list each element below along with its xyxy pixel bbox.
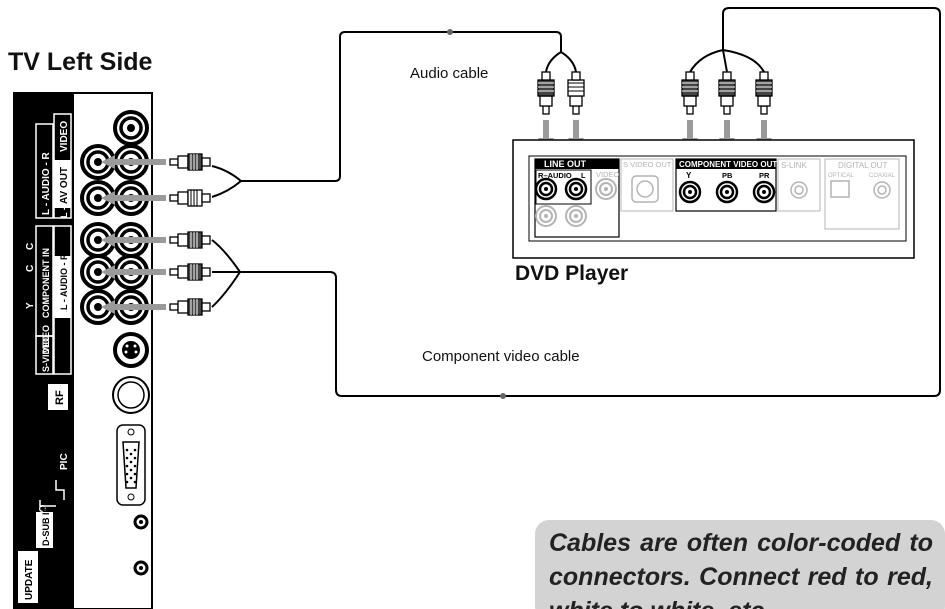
dvd-label-line-out: LINE OUT (544, 159, 587, 169)
plug-dvd-pb-icon (718, 71, 736, 115)
dvd-label-optical: OPTICAL (828, 173, 854, 179)
tv-label-pic: PIC (59, 453, 70, 470)
dvd-panel: LINE OUT R–AUDIO L VIDEO S VIDEO OUT COM… (512, 139, 915, 259)
dvd-label-pr: PR (759, 171, 770, 180)
tv-jack-top (113, 110, 149, 146)
tv-label-av-out: AV OUT (59, 167, 70, 204)
dvd-s-video-out: S VIDEO OUT (620, 158, 674, 212)
note-text: Cables are often color-coded to connecto… (549, 529, 933, 609)
audio-cable (211, 29, 577, 198)
tv-svideo-jack (113, 332, 149, 368)
component-cable-label: Component video cable (422, 348, 580, 365)
tv-side-plugs (169, 153, 211, 316)
plug-cb-icon (169, 263, 211, 281)
dvd-jack-pr (752, 180, 776, 204)
tv-label-rf: RF (54, 390, 66, 405)
tv-label-c-r: C (25, 243, 36, 250)
dvd-label-s-link: S-LINK (781, 161, 807, 170)
plug-audio-r-icon (169, 153, 211, 171)
plug-dvd-audio-r-icon (537, 71, 555, 115)
tv-panel: L - AUDIO - R VIDEO L - AUDIO - R C C CO… (13, 92, 153, 609)
color-code-note: Cables are often color-coded to connecto… (535, 520, 945, 609)
tv-label-s-video: S-VIDEO (41, 335, 51, 372)
plug-audio-l-icon (169, 189, 211, 207)
tv-audio-pc-jack (133, 514, 149, 530)
tv-jacks (80, 110, 150, 576)
dvd-line-out-group: LINE OUT R–AUDIO L VIDEO (534, 158, 620, 238)
audio-cable-label: Audio cable (410, 65, 489, 82)
dvd-jack-pb (715, 180, 739, 204)
dvd-jack-audio-r-2 (535, 205, 557, 227)
dvd-label-y: Y (686, 171, 692, 180)
tv-label-audio-lr-top: L - AUDIO - R (59, 161, 69, 218)
dvd-jack-y (678, 180, 702, 204)
dvd-side-plugs (537, 71, 773, 115)
tv-arrows (101, 155, 166, 314)
tv-label-component-in: COMPONENT IN (41, 248, 51, 318)
plug-cr-icon (169, 231, 211, 249)
tv-dsub-port (116, 424, 146, 506)
tv-label-update: UPDATE (24, 559, 35, 600)
dvd-label-digital-out: DIGITAL OUT (838, 161, 887, 170)
tv-label-audio-lr-2: L - AUDIO - R (59, 253, 69, 310)
dvd-jack-audio-r (534, 177, 558, 201)
tv-label-video-2: VIDEO (41, 325, 51, 353)
dvd-label-pb: PB (722, 171, 733, 180)
dvd-label-video: VIDEO (596, 170, 620, 179)
dvd-label-coaxial: COAXIAL (869, 173, 896, 179)
dvd-jack-audio-l-2 (565, 205, 587, 227)
dvd-component-out-group: COMPONENT VIDEO OUT Y PB PR (675, 158, 777, 212)
tv-update-jack (133, 560, 149, 576)
dvd-label-s-video-out: S VIDEO OUT (623, 160, 672, 169)
plug-y-icon (169, 298, 211, 316)
tv-label-audio-lr: L - AUDIO - R (41, 151, 52, 215)
tv-label-av-in: AV IN (65, 309, 68, 312)
tv-title: TV Left Side (8, 48, 153, 76)
dvd-jack-audio-l (564, 177, 588, 201)
tv-label-video: VIDEO (59, 121, 70, 152)
tv-label-y: Y (25, 302, 36, 309)
plug-dvd-y-icon (681, 71, 699, 115)
dvd-label-r-audio: R–AUDIO (538, 171, 572, 180)
plug-dvd-pr-icon (755, 71, 773, 115)
tv-label-audio: AUDIO (38, 505, 49, 537)
dvd-label-l: L (581, 171, 586, 180)
plug-dvd-audio-l-icon (567, 71, 585, 115)
dvd-label-component-out: COMPONENT VIDEO OUT (679, 160, 777, 169)
tv-label-c-b: C (25, 265, 36, 272)
tv-label-d-sub-in: D-SUB IN (41, 506, 51, 546)
dvd-digital-out: DIGITAL OUT OPTICAL COAXIAL (824, 158, 900, 230)
dvd-title: DVD Player (515, 262, 629, 285)
component-cable (211, 7, 941, 399)
dvd-jack-video (595, 178, 617, 200)
tv-rf-jack (112, 376, 150, 414)
dvd-s-link: S-LINK (777, 158, 821, 212)
